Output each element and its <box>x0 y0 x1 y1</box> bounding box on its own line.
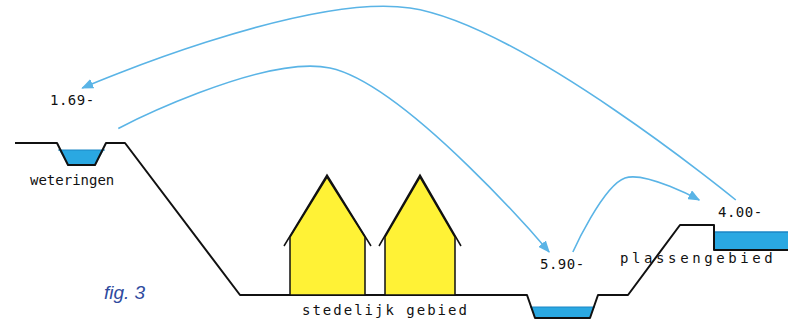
water-body: 1.69- weteringen <box>28 88 118 193</box>
area-name: weteringen <box>30 172 114 189</box>
water-surface <box>714 231 788 233</box>
water-surface <box>58 150 105 151</box>
figure-number: fig. 3 <box>104 282 145 304</box>
water-body: 5.90- <box>536 252 589 278</box>
house <box>290 177 365 295</box>
ground-line <box>15 143 788 318</box>
roof <box>284 175 371 246</box>
water-level: 4.00- <box>718 204 763 221</box>
roof <box>379 175 461 246</box>
house <box>385 177 455 295</box>
flow-arrow <box>118 66 549 252</box>
water-level: 1.69- <box>50 92 95 109</box>
water-level: 5.90- <box>540 256 585 273</box>
flow-arrow <box>82 6 736 200</box>
water-body: 4.00- plassengebied <box>614 200 788 272</box>
ditch-water <box>531 307 594 318</box>
area-name: stedelijk gebied <box>302 302 469 319</box>
area-name: plassengebied <box>620 250 776 267</box>
water-surface <box>530 307 595 308</box>
flow-arrow <box>573 177 699 252</box>
channel-water <box>59 150 104 165</box>
lake-water <box>714 232 788 250</box>
